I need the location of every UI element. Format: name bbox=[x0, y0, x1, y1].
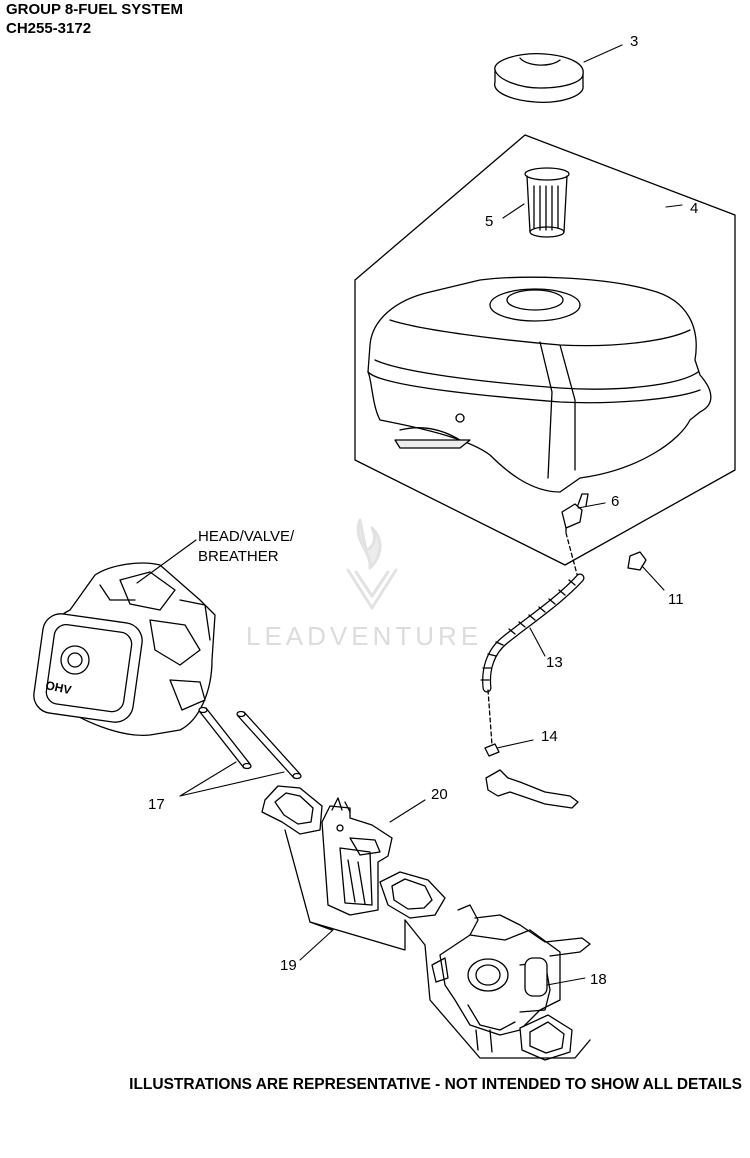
insulator-plate bbox=[321, 797, 393, 916]
callout-11: 11 bbox=[668, 591, 684, 608]
fuel-tank bbox=[367, 276, 712, 493]
throttle-linkage bbox=[485, 769, 579, 809]
callout-3: 3 bbox=[630, 33, 638, 50]
head-logo: OHV bbox=[44, 678, 72, 697]
tank-kit-outline bbox=[354, 134, 736, 566]
carb-group-outline bbox=[404, 919, 591, 1059]
fuel-valve bbox=[561, 493, 589, 533]
fuel-strainer bbox=[524, 167, 570, 238]
disclaimer-footer: ILLUSTRATIONS ARE REPRESENTATIVE - NOT I… bbox=[129, 1076, 742, 1093]
callout-20: 20 bbox=[431, 786, 448, 803]
model-number: CH255-3172 bbox=[6, 20, 92, 37]
callout-6: 6 bbox=[611, 493, 619, 510]
callout-head-line2: BREATHER bbox=[198, 548, 279, 565]
callout-14: 14 bbox=[541, 728, 558, 745]
carburetor bbox=[431, 904, 591, 1053]
gasket-3 bbox=[519, 1014, 573, 1061]
callout-5: 5 bbox=[485, 213, 493, 230]
hose-dash-lower bbox=[487, 689, 493, 746]
gasket-2 bbox=[379, 871, 446, 919]
leader-lines bbox=[136, 44, 683, 986]
hose-clamp bbox=[484, 743, 500, 757]
watermark bbox=[346, 518, 398, 610]
callout-head-line1: HEAD/VALVE/ bbox=[198, 528, 295, 545]
watermark-text: LEADVENTURE bbox=[246, 621, 482, 651]
diagram-title: GROUP 8-FUEL SYSTEM bbox=[6, 1, 183, 18]
hose-clip bbox=[627, 551, 647, 571]
callout-17: 17 bbox=[148, 796, 165, 813]
gasket-1 bbox=[261, 785, 323, 835]
hose-dash-upper bbox=[565, 532, 579, 579]
fuel-hose bbox=[480, 573, 585, 693]
callout-19: 19 bbox=[280, 957, 297, 974]
studs bbox=[198, 706, 302, 780]
gasket-group-bracket bbox=[284, 829, 406, 951]
fuel-cap bbox=[494, 53, 584, 103]
callout-13: 13 bbox=[546, 654, 563, 671]
callout-4: 4 bbox=[690, 200, 698, 217]
callout-18: 18 bbox=[590, 971, 607, 988]
cylinder-head bbox=[33, 562, 216, 736]
